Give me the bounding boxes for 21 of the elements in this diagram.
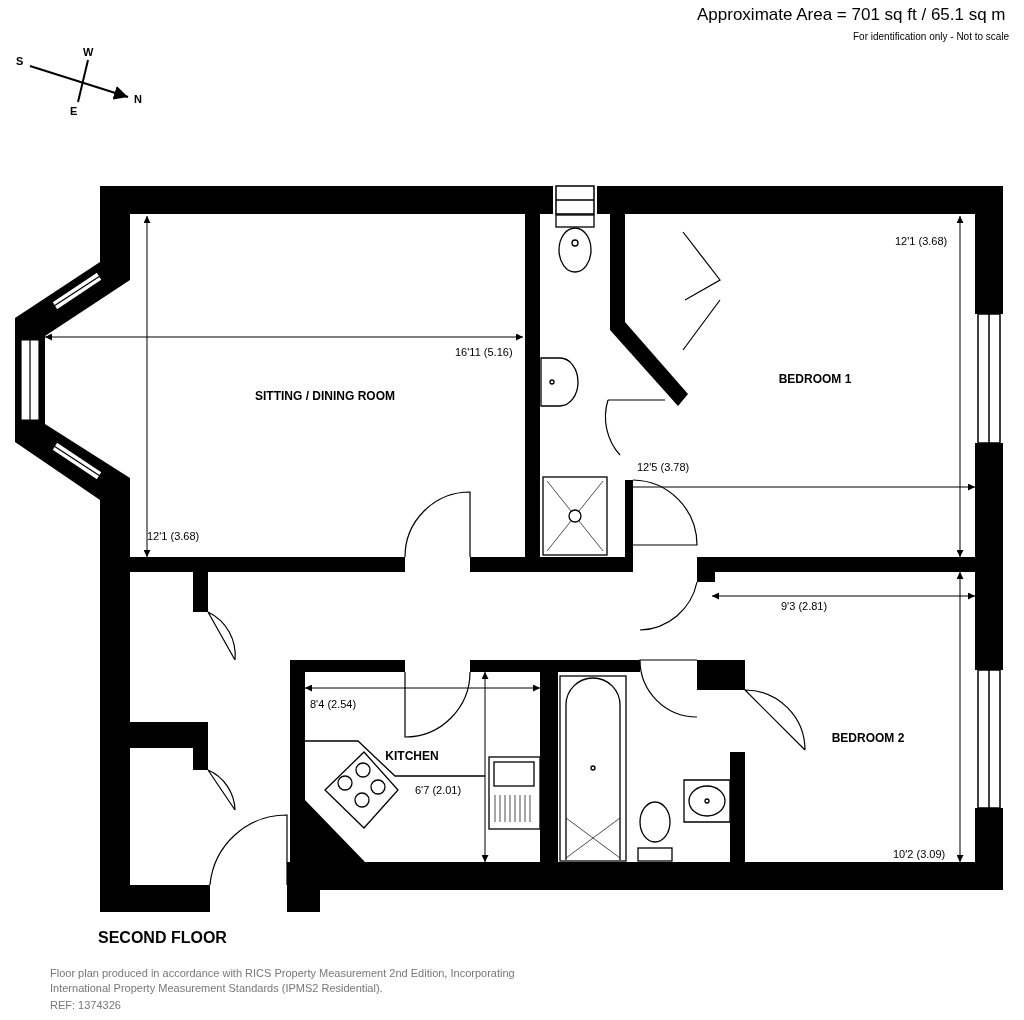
dimension-text: 10'2 (3.09)	[893, 847, 946, 862]
compass-letter: N	[134, 92, 142, 107]
compass-letter: W	[83, 45, 94, 60]
area-note: Approximate Area = 701 sq ft / 65.1 sq m	[697, 4, 1006, 26]
room-label: BEDROOM 2	[831, 729, 905, 747]
room-label: KITCHEN	[385, 747, 439, 765]
dimension-text: 16'11 (5.16)	[455, 345, 513, 360]
room-label: BEDROOM 1	[778, 370, 852, 388]
dimension-text: 9'3 (2.81)	[781, 599, 828, 614]
dimension-text: 8'4 (2.54)	[310, 697, 357, 712]
floor-title: SECOND FLOOR	[98, 928, 227, 948]
compass-letter: S	[16, 54, 24, 69]
dimension-text: 6'7 (2.01)	[415, 783, 462, 798]
compass-letter: E	[70, 104, 78, 119]
dimension-text: 12'1 (3.68)	[895, 234, 948, 249]
dimension-text: 12'1 (3.68)	[147, 529, 200, 544]
footer-note: Floor plan produced in accordance with RICS Property Measurement 2nd Edition, Incorporating International Property Measurement Standards (IPMS2 Residential).	[50, 966, 516, 996]
reference-number: REF: 1374326	[50, 998, 121, 1013]
scale-note: For identification only - Not to scale	[853, 30, 1010, 44]
dimension-text: 12'5 (3.78)	[637, 460, 690, 475]
room-label: SITTING / DINING ROOM	[255, 387, 395, 405]
